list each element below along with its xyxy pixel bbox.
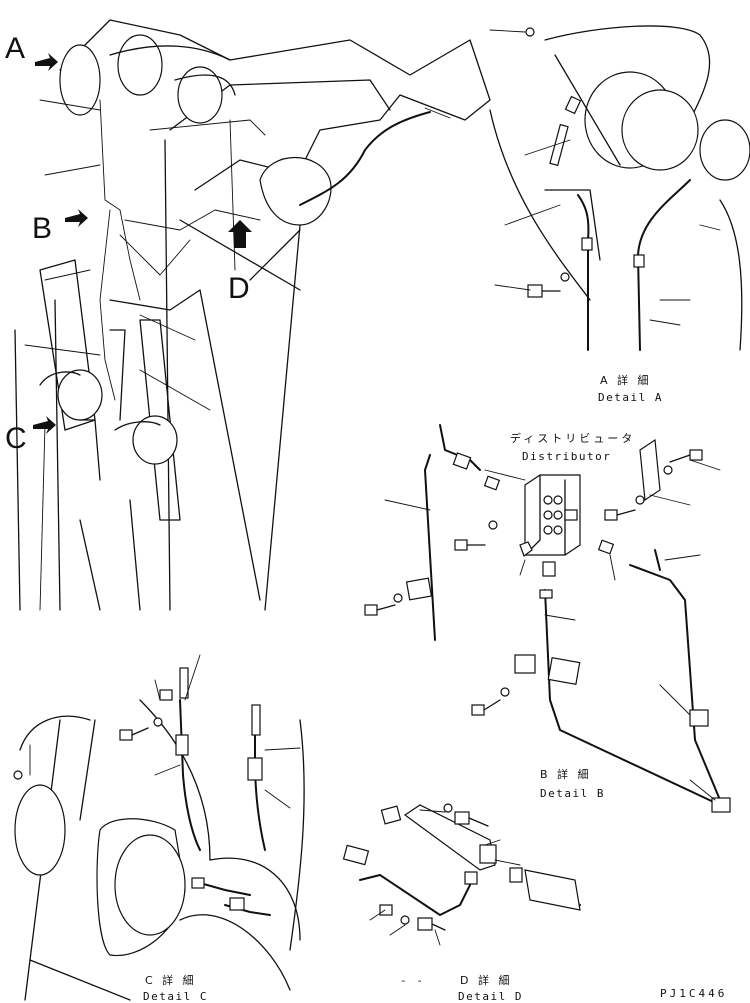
- detail-d-prefix: - -: [400, 974, 424, 987]
- detail-a-title-jp: A 詳 細: [600, 373, 652, 387]
- detail-d-title-en: Detail D: [458, 990, 523, 1003]
- detail-a-view: A 詳 細 Detail A: [489, 25, 750, 404]
- arrow-d-icon: [228, 220, 252, 248]
- detail-d-title-jp: D 詳 細: [460, 973, 512, 987]
- drawing-code: PJ1C446: [660, 987, 727, 1000]
- detail-b-title-en: Detail B: [540, 787, 605, 800]
- detail-a-title-en: Detail A: [598, 391, 663, 404]
- detail-c-title-en: Detail C: [143, 990, 208, 1003]
- arrow-c-icon: [33, 416, 56, 434]
- callout-c: C: [5, 422, 27, 455]
- overview-view: A B C D: [5, 19, 491, 611]
- callout-d: D: [228, 272, 250, 305]
- detail-b-view: ディストリビュータ Distributor: [364, 424, 731, 813]
- detail-c-title-jp: C 詳 細: [145, 973, 197, 987]
- arrow-a-icon: [35, 53, 58, 71]
- detail-c-view: C 詳 細 Detail C: [13, 654, 305, 1003]
- callout-a: A: [5, 32, 25, 65]
- distributor-label-jp: ディストリビュータ: [510, 431, 635, 445]
- arrow-b-icon: [65, 209, 88, 227]
- detail-b-title-jp: B 詳 細: [540, 767, 592, 781]
- callout-b: B: [32, 212, 52, 245]
- distributor-label-en: Distributor: [522, 450, 611, 463]
- detail-d-view: - - D 詳 細 Detail D: [342, 803, 581, 1003]
- grease-nipple-icon: [525, 27, 535, 37]
